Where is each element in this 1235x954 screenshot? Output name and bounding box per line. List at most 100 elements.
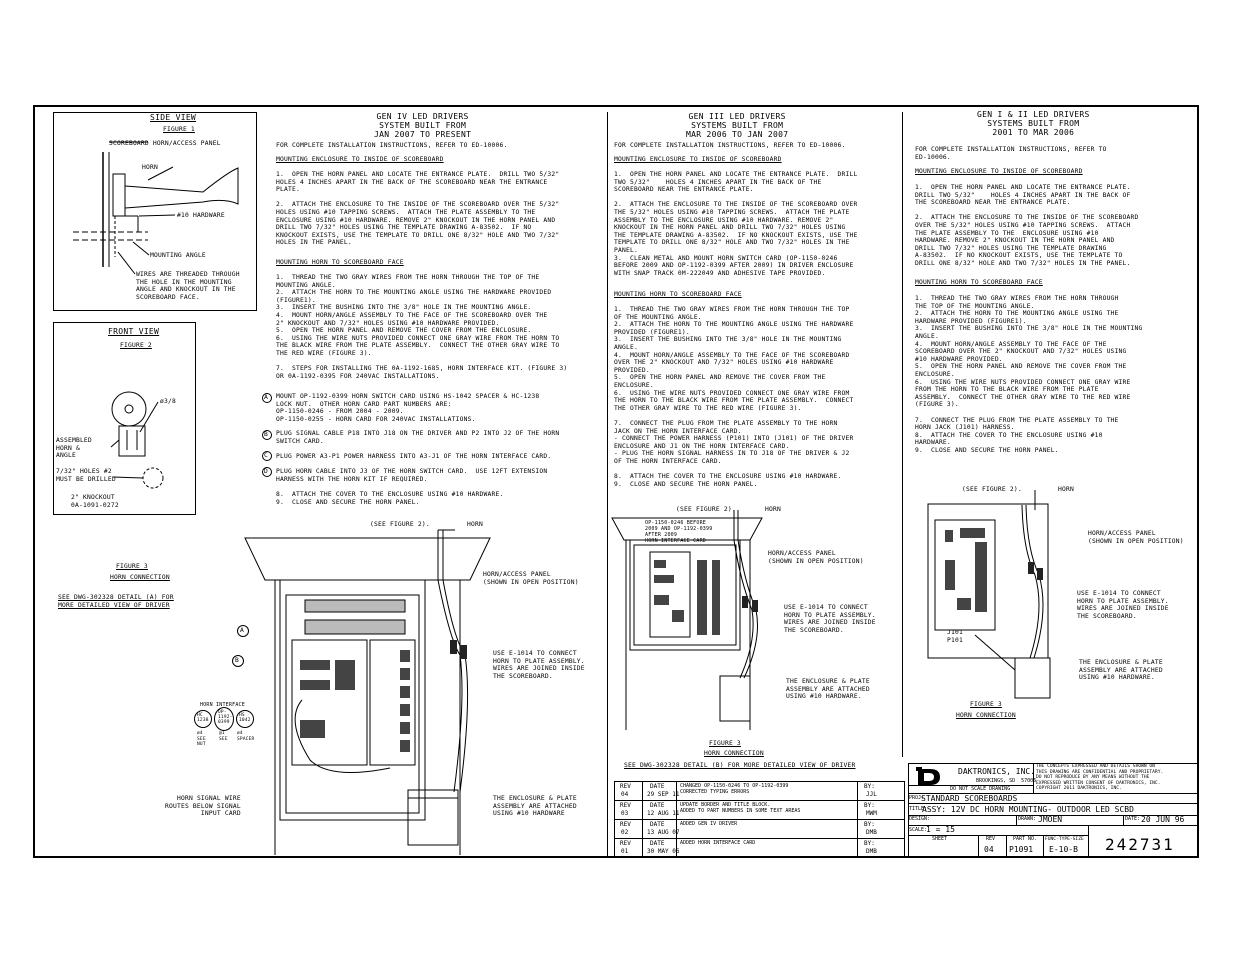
rev-hdr-rev: REV <box>620 783 631 790</box>
callout-circle-b-label: B <box>235 657 239 664</box>
gen12-ref: FOR COMPLETE INSTALLATION INSTRUCTIONS, … <box>915 146 1107 161</box>
part-note-3: ø4 SPACER <box>237 731 255 742</box>
rev-2-desc: UPDATE BORDER AND TITLE BLOCK. ADDED TO … <box>680 802 801 814</box>
rev-hdr-by-3: BY: <box>864 821 875 828</box>
rev-4-desc: ADDED HORN INTERFACE CARD <box>680 840 756 846</box>
front-view-label-assembled: ASSEMBLED HORN & ANGLE <box>56 437 92 460</box>
rev-2-by: MWM <box>866 810 877 817</box>
column-divider-2 <box>902 112 903 757</box>
front-view-panel <box>53 322 196 515</box>
side-view-panel <box>53 112 257 311</box>
gen3-callout-see-fig2: (SEE FIGURE 2). <box>676 506 736 513</box>
gen3-callout-e1014: USE E-1014 TO CONNECT HORN TO PLATE ASSE… <box>784 604 876 634</box>
rev-hdr-date-2: DATE <box>650 802 665 809</box>
gen4-body-enclosure: 1. OPEN THE HORN PANEL AND LOCATE THE EN… <box>276 171 560 247</box>
company-address: BROOKINGS, SD 57006 <box>976 778 1037 784</box>
gen12-callout-horn: HORN <box>1058 486 1074 493</box>
gen3-fig-ref: SEE DWG-302328 DETAIL (B) FOR MORE DETAI… <box>624 762 856 769</box>
gen4-step-d: PLUG HORN CABLE INTO J3 OF THE HORN SWIT… <box>276 468 548 483</box>
gen3-callout-enclosure: THE ENCLOSURE & PLATE ASSEMBLY ARE ATTAC… <box>786 678 870 701</box>
part-op1192-label: OP- 1192- 0399 <box>218 710 233 725</box>
gen4-title: GEN IV LED DRIVERS SYSTEM BUILT FROM JAN… <box>374 112 472 139</box>
callout-circle-b <box>232 655 244 667</box>
rev-2-date: 12 AUG 11 <box>647 810 680 817</box>
gen4-callout-horn: HORN <box>467 521 483 528</box>
front-view-label-hole: ø3/8 <box>160 398 176 405</box>
func-value: E-10-B <box>1049 845 1078 854</box>
part-op1192 <box>214 707 234 731</box>
project-name: STANDARD SCOREBOARDS <box>921 794 1018 803</box>
drawing-title: ASSY: 12V DC HORN MOUNTING- OUTDOOR LED … <box>922 805 1134 814</box>
rev-3-rev: 02 <box>621 829 629 836</box>
part-value: P1091 <box>1009 845 1034 854</box>
callout-circle-a <box>237 625 249 637</box>
func-label: FUNC-TYPE-SIZE <box>1045 837 1084 842</box>
rev-1-rev: 04 <box>621 791 629 798</box>
column-divider-1 <box>607 112 608 857</box>
scale-label: SCALE: <box>909 827 928 833</box>
side-view-label-hardware: #10 HARDWARE <box>177 212 225 219</box>
step-a-circle-label: A <box>264 394 268 401</box>
gen12-section-enclosure: MOUNTING ENCLOSURE TO INSIDE OF SCOREBOA… <box>915 168 1083 175</box>
figure-1-label: FIGURE 1 <box>163 126 195 133</box>
rev-1-desc: CHANGED OP-1150-0246 TO OP-1192-0399 COR… <box>680 783 789 795</box>
rev-label: REV <box>986 836 996 842</box>
rev-3-by: DMB <box>866 829 877 836</box>
drawing-sheet <box>33 105 1199 858</box>
part-label: PART NO. <box>1013 836 1038 842</box>
step-d-circle-label: D <box>264 468 268 475</box>
gen12-callout-access-panel: HORN/ACCESS PANEL (SHOWN IN OPEN POSITIO… <box>1088 530 1184 545</box>
title-label: TITLE: <box>909 806 928 812</box>
fig3-left-subtitle: HORN CONNECTION <box>110 574 170 581</box>
drawing-date: 20 JUN 96 <box>1141 815 1185 824</box>
rev-hdr-date: DATE <box>650 783 665 790</box>
gen4-step-c: PLUG POWER A3-P1 POWER HARNESS INTO A3-J… <box>276 453 552 460</box>
gen3-fig-title: FIGURE 3 <box>709 740 741 747</box>
side-view-heading: SIDE VIEW <box>150 113 197 122</box>
gen3-section-enclosure: MOUNTING ENCLOSURE TO INSIDE OF SCOREBOA… <box>614 156 782 163</box>
step-c-circle <box>262 451 272 461</box>
company-name: DAKTRONICS, INC. <box>958 767 1036 776</box>
drawing-number: 242731 <box>1105 835 1175 854</box>
rev-3-date: 13 AUG 07 <box>647 829 680 836</box>
date-label: DATE: <box>1125 816 1141 822</box>
gen4-callout-see-fig2: (SEE FIGURE 2). <box>370 521 430 528</box>
side-view-drawing <box>73 141 239 275</box>
side-view-label-wires: WIRES ARE THREADED THROUGH THE HOLE IN T… <box>136 271 240 301</box>
gen4-body-close: 8. ATTACH THE COVER TO THE ENCLOSURE USI… <box>276 491 504 506</box>
gen4-step-a: MOUNT OP-1192-0399 HORN SWITCH CARD USIN… <box>276 393 540 423</box>
rev-4-rev: 01 <box>621 848 629 855</box>
part-hc1238 <box>194 710 212 728</box>
front-view-heading: FRONT VIEW <box>108 327 160 336</box>
rev-1-by: JJL <box>866 791 877 798</box>
rev-hdr-by-2: BY: <box>864 802 875 809</box>
step-d-circle <box>262 467 272 477</box>
rev-hdr-date-3: DATE <box>650 821 665 828</box>
rev-4-by: DMB <box>866 848 877 855</box>
step-b-circle <box>262 430 272 440</box>
gen12-title: GEN I & II LED DRIVERS SYSTEMS BUILT FRO… <box>977 110 1090 137</box>
rev-2-rev: 03 <box>621 810 629 817</box>
step-c-circle-label: C <box>264 452 268 459</box>
rev-hdr-date-4: DATE <box>650 840 665 847</box>
rev-hdr-by: BY: <box>864 783 875 790</box>
gen12-callout-enclosure: THE ENCLOSURE & PLATE ASSEMBLY ARE ATTAC… <box>1079 659 1163 682</box>
title-block-grid: DAKTRONICS, INC. BROOKINGS, SD 57006 DO … <box>908 763 1199 858</box>
rev-4-date: 30 MAY 06 <box>647 848 680 855</box>
gen3-callout-horn: HORN <box>765 506 781 513</box>
gen12-body-horn: 1. THREAD THE TWO GRAY WIRES FROM THE HO… <box>915 295 1143 454</box>
side-view-label-horn: HORN <box>142 164 158 171</box>
gen12-callout-e1014: USE E-1014 TO CONNECT HORN TO PLATE ASSE… <box>1077 590 1169 620</box>
gen12-fig-title: FIGURE 3 <box>970 701 1002 708</box>
gen12-callout-j101: J101 P101 <box>947 629 963 644</box>
gen4-callout-access-panel: HORN/ACCESS PANEL (SHOWN IN OPEN POSITIO… <box>483 571 579 586</box>
gen3-ref: FOR COMPLETE INSTALLATION INSTRUCTIONS, … <box>614 142 846 149</box>
gen3-body-enclosure: 1. OPEN THE HORN PANEL AND LOCATE THE EN… <box>614 171 858 277</box>
gen3-callout-access-panel: HORN/ACCESS PANEL (SHOWN IN OPEN POSITIO… <box>768 550 864 565</box>
fig3-left-title: FIGURE 3 <box>116 563 148 570</box>
side-view-label-angle: MOUNTING ANGLE <box>150 252 206 259</box>
gen12-horn-connection-drawing <box>927 490 1051 699</box>
drawn-by: JMOEN <box>1038 815 1063 824</box>
side-view-label-panel: SCOREBOARD HORN/ACCESS PANEL <box>109 140 221 147</box>
front-view-label-holes: 7/32" HOLES #2 MUST BE DRILLED <box>56 468 116 483</box>
